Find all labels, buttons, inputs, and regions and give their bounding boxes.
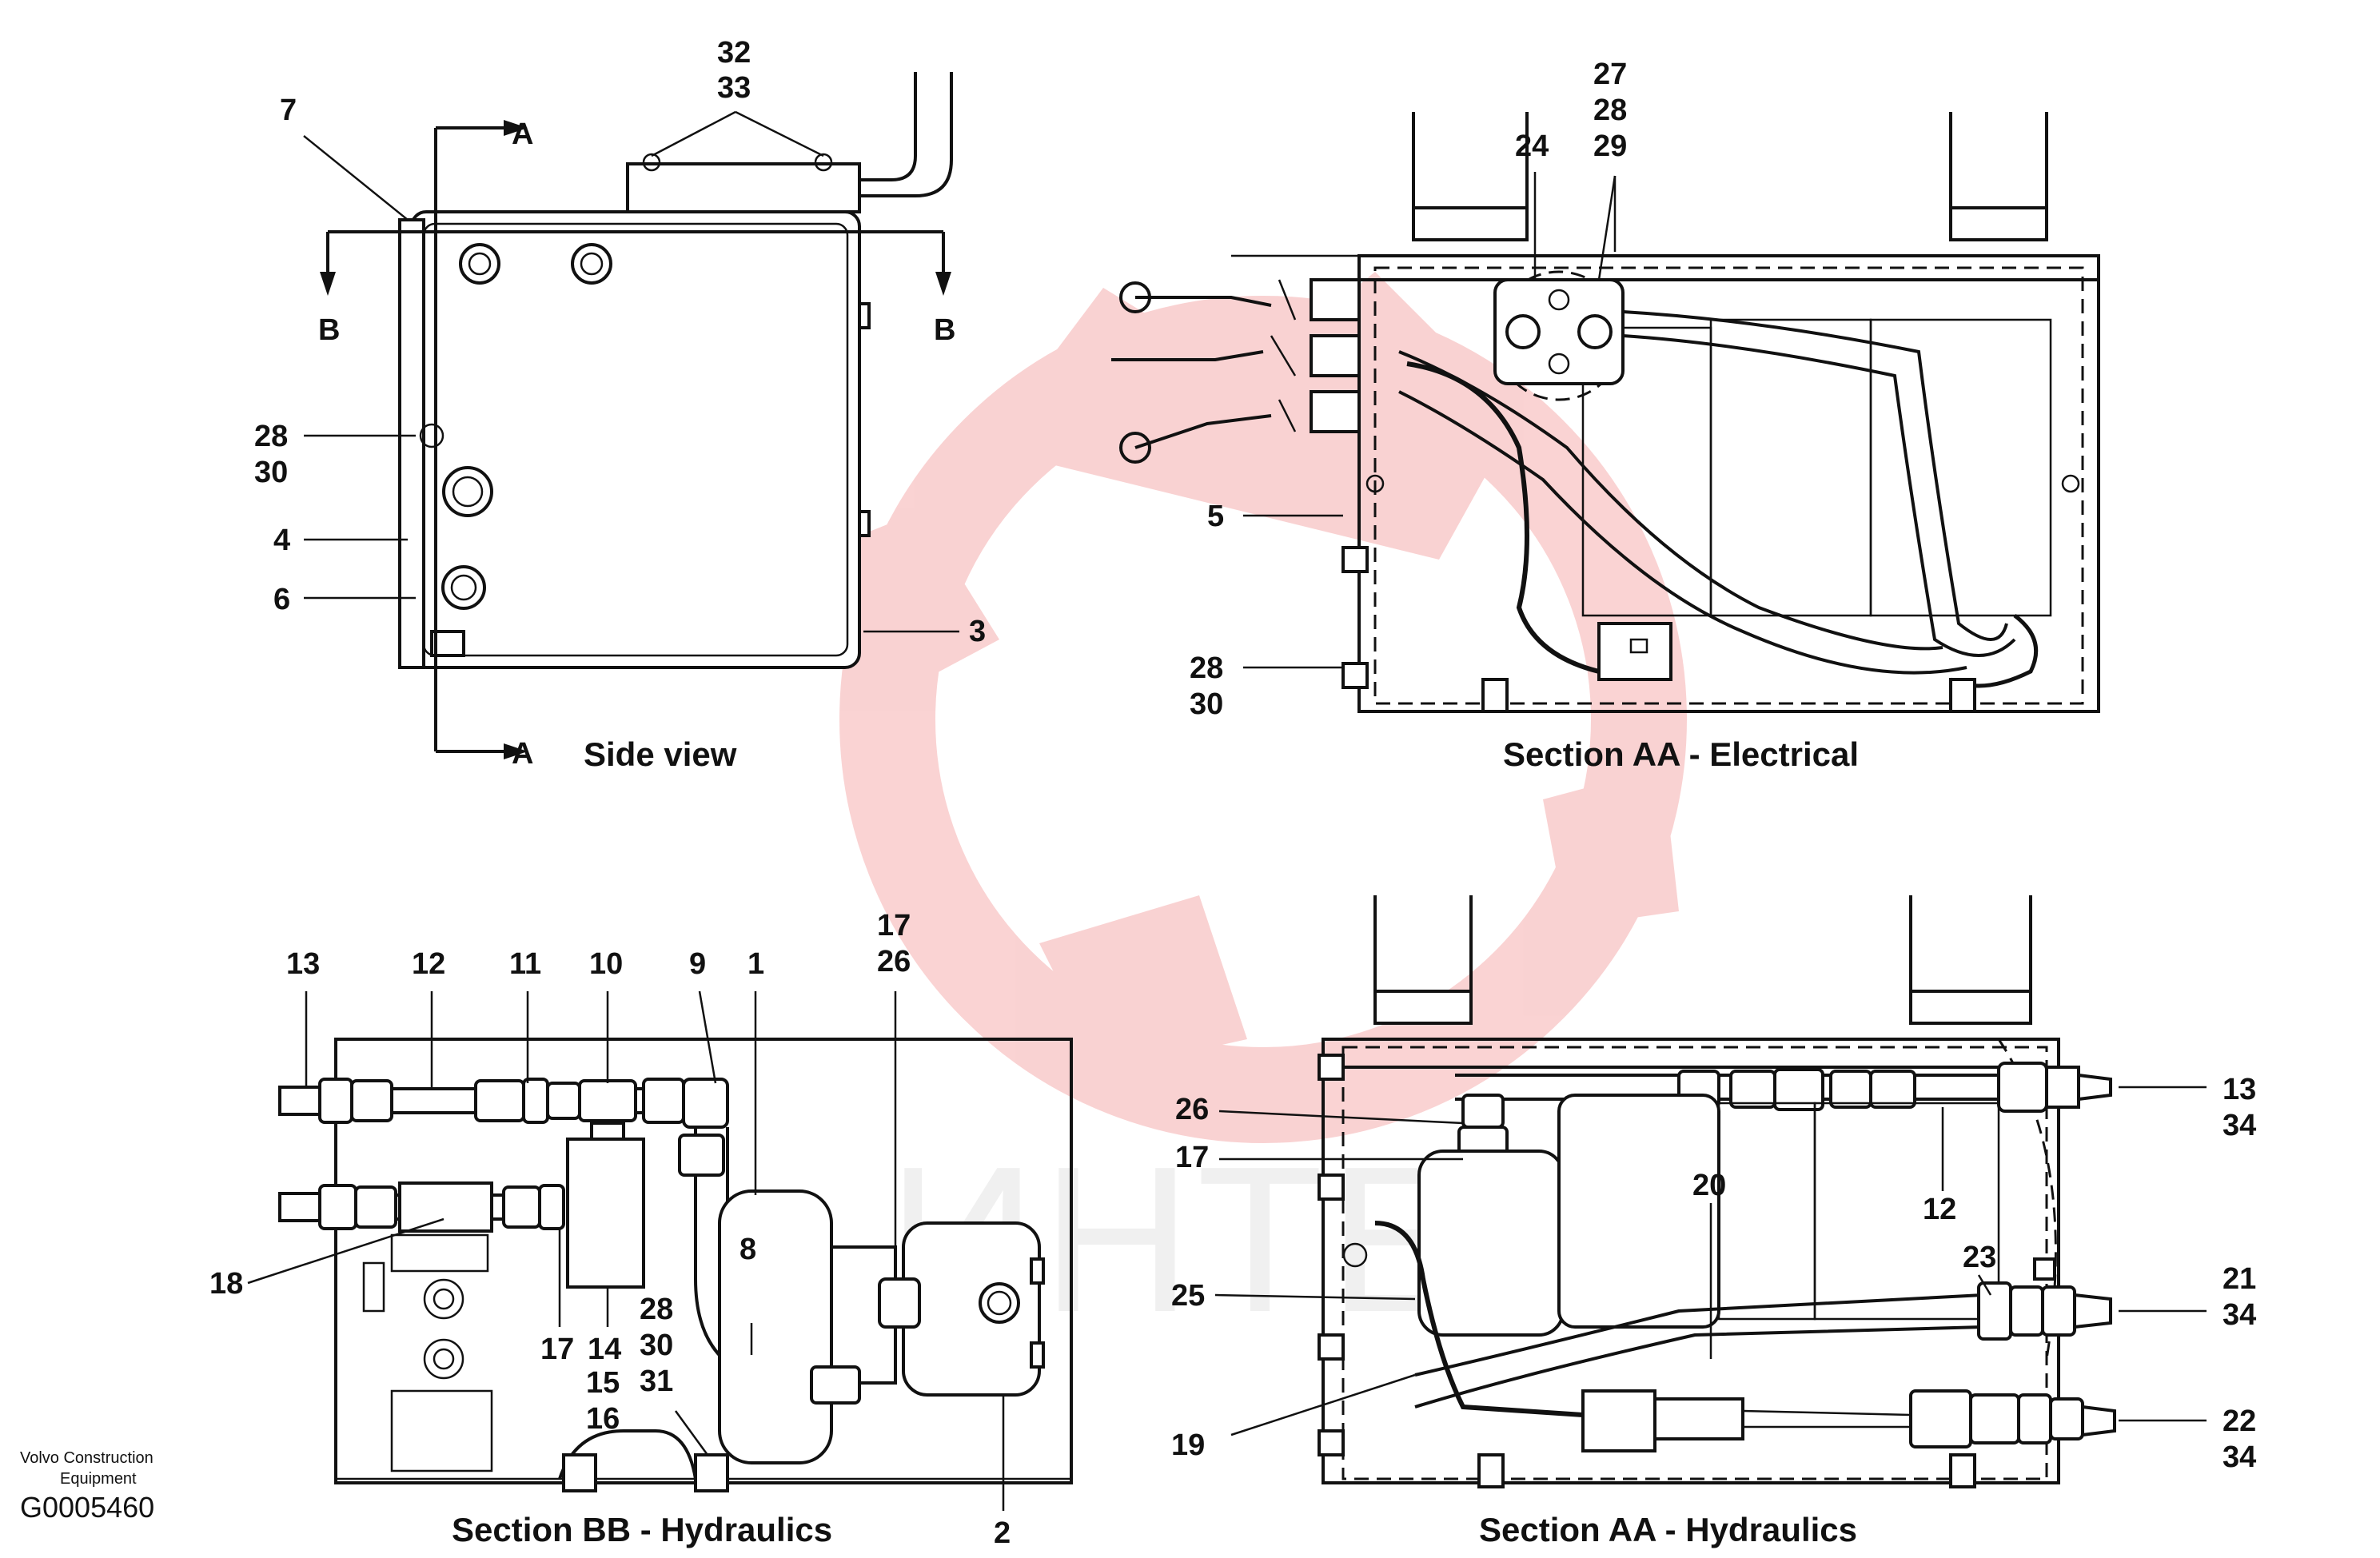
- callout-32: 32: [717, 36, 751, 70]
- callout-27: 27: [1593, 58, 1627, 91]
- callout-10: 10: [589, 947, 623, 981]
- caption-section-aa-electrical: Section AA - Electrical: [1503, 735, 1859, 773]
- section-aa-electrical: 27 28 29 24 5 28 30 Section AA - Electri…: [1111, 58, 2100, 773]
- company-name-line2: Equipment: [60, 1470, 137, 1488]
- callout-5: 5: [1207, 500, 1224, 533]
- callout-14: 14: [588, 1333, 621, 1366]
- callout-11: 11: [509, 947, 541, 981]
- callout-28: 28: [1593, 94, 1627, 127]
- callout-4: 4: [273, 524, 290, 557]
- callout-7: 7: [280, 94, 297, 127]
- section-marker-a-bottom: A: [512, 737, 533, 771]
- callout-19: 19: [1171, 1428, 1205, 1462]
- callout-3: 3: [969, 615, 986, 648]
- section-aa-hydraulics: 26 17 20 13 34 12 23 21 34 25 19 22 34 S…: [1171, 895, 2256, 1548]
- caption-section-aa-hydraulics: Section AA - Hydraulics: [1479, 1511, 1857, 1548]
- callout-34-b: 34: [2223, 1298, 2256, 1332]
- callout-29: 29: [1593, 130, 1627, 163]
- callout-22: 22: [2223, 1405, 2256, 1438]
- company-name-line1: Volvo Construction: [20, 1449, 153, 1467]
- callout-33: 33: [717, 71, 751, 105]
- callout-30-lower: 30: [1190, 687, 1223, 721]
- callout-28-lower: 28: [1190, 651, 1223, 685]
- callout-28: 28: [640, 1293, 673, 1326]
- watermark-gear-logo: [799, 272, 1687, 1143]
- callout-24: 24: [1515, 130, 1549, 163]
- callout-30: 30: [640, 1329, 673, 1362]
- callout-8: 8: [740, 1233, 756, 1266]
- callout-12: 12: [1923, 1193, 1956, 1226]
- caption-section-bb-hydraulics: Section BB - Hydraulics: [452, 1511, 832, 1548]
- callout-13: 13: [2223, 1073, 2256, 1106]
- section-marker-b-right: B: [934, 313, 955, 347]
- callout-28: 28: [254, 420, 288, 453]
- callout-17: 17: [1175, 1141, 1209, 1174]
- callout-34-a: 34: [2223, 1109, 2256, 1142]
- callout-26: 26: [877, 945, 911, 978]
- callout-1: 1: [747, 947, 764, 981]
- callout-9: 9: [689, 947, 706, 981]
- section-marker-b-left: B: [318, 313, 340, 347]
- section-bb-hydraulics: 13 12 11 10 9 1 17 26 8 18 17 14 28 30 3…: [209, 909, 1073, 1550]
- callout-18: 18: [209, 1267, 243, 1301]
- callout-13: 13: [286, 947, 320, 981]
- callout-26: 26: [1175, 1093, 1209, 1126]
- callout-2: 2: [994, 1516, 1011, 1550]
- callout-17-lower: 17: [540, 1333, 574, 1366]
- section-marker-a-top: A: [512, 118, 533, 151]
- callout-12: 12: [412, 947, 445, 981]
- drawing-code: G0005460: [20, 1491, 154, 1524]
- callout-21: 21: [2223, 1262, 2256, 1296]
- callout-31: 31: [640, 1365, 673, 1398]
- callout-15: 15: [586, 1366, 620, 1400]
- callout-16: 16: [586, 1402, 620, 1436]
- callout-6: 6: [273, 583, 290, 616]
- callout-30: 30: [254, 456, 288, 489]
- callout-25: 25: [1171, 1279, 1205, 1313]
- callout-34-c: 34: [2223, 1440, 2256, 1474]
- caption-side-view: Side view: [584, 735, 737, 773]
- side-view: A A B B 32 33 7 28 30 4 6 3 Side view: [254, 36, 986, 773]
- callout-20: 20: [1692, 1169, 1726, 1202]
- callout-17: 17: [877, 909, 911, 942]
- footer: Volvo Construction Equipment G0005460: [20, 1449, 154, 1524]
- callout-23: 23: [1963, 1241, 1996, 1274]
